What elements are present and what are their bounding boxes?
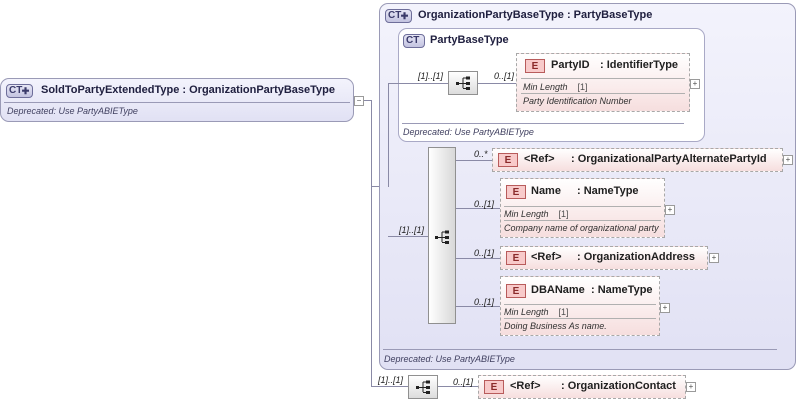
- divider: [504, 318, 656, 319]
- sequence-compositor[interactable]: [408, 375, 438, 399]
- element-party-id[interactable]: E PartyID : IdentifierType Min Length[1]…: [516, 53, 690, 112]
- plus-icon: ✚: [21, 86, 30, 96]
- connector-line: [456, 306, 500, 307]
- element-name: PartyID: [551, 59, 590, 71]
- collapse-toggle[interactable]: −: [354, 96, 364, 106]
- connector-line: [388, 83, 448, 84]
- connector-line: [388, 83, 389, 187]
- element-cardinality: 0..[1]: [453, 377, 474, 387]
- element-cardinality: 0..[1]: [474, 297, 495, 307]
- element-type: : NameType: [591, 284, 653, 296]
- connector-line: [456, 160, 492, 161]
- element-description: Party Identification Number: [523, 96, 632, 106]
- connector-line: [456, 208, 500, 209]
- expand-toggle[interactable]: +: [665, 205, 675, 215]
- element-cardinality: 0..[1]: [474, 199, 495, 209]
- connector-line: [388, 236, 428, 237]
- connector-line: [371, 186, 379, 187]
- org-base-description: Deprecated: Use PartyABIEType: [384, 354, 515, 364]
- divider: [504, 220, 661, 221]
- element-name: <Ref>: [510, 380, 541, 392]
- element-cardinality: 0..[1]: [474, 248, 495, 258]
- element-name: <Ref>: [524, 153, 555, 165]
- element-badge: E: [484, 380, 504, 394]
- connector-line: [371, 386, 408, 387]
- element-type: : OrganizationContact: [561, 380, 676, 392]
- expand-toggle[interactable]: +: [709, 253, 719, 263]
- element-type: : OrganizationalPartyAlternatePartyId: [571, 153, 767, 165]
- element-organization-contact[interactable]: E <Ref> : OrganizationContact: [478, 375, 686, 399]
- expand-toggle[interactable]: +: [686, 382, 696, 392]
- facet-min-length: Min Length[1]: [504, 209, 569, 219]
- expand-toggle[interactable]: +: [660, 303, 670, 313]
- connector-line: [456, 258, 500, 259]
- element-badge: E: [506, 185, 526, 199]
- sequence-compositor[interactable]: [448, 71, 478, 95]
- sequence-cardinality: [1]..[1]: [399, 225, 425, 235]
- element-name: <Ref>: [531, 251, 562, 263]
- element-description: Doing Business As name.: [504, 321, 607, 331]
- divider: [504, 206, 661, 207]
- divider: [521, 93, 685, 94]
- element-name-field[interactable]: E Name : NameType Min Length[1] Company …: [500, 178, 665, 238]
- element-badge: E: [498, 153, 518, 167]
- complex-type-badge: CT✚: [6, 84, 33, 98]
- org-base-title: OrganizationPartyBaseType : PartyBaseTyp…: [418, 9, 653, 21]
- element-dba-name[interactable]: E DBAName : NameType Min Length[1] Doing…: [500, 276, 660, 336]
- element-badge: E: [525, 59, 545, 73]
- element-alternate-party-id[interactable]: E <Ref> : OrganizationalPartyAlternatePa…: [492, 148, 783, 172]
- complex-type-badge: CT: [403, 34, 425, 48]
- divider: [4, 102, 350, 103]
- plus-icon: ✚: [400, 11, 409, 21]
- party-base-title: PartyBaseType: [430, 34, 509, 46]
- element-cardinality: 0..[1]: [494, 71, 515, 81]
- sequence-icon: [435, 230, 449, 244]
- root-complex-type[interactable]: CT✚ SoldToPartyExtendedType : Organizati…: [0, 78, 354, 122]
- facet-min-length: Min Length[1]: [523, 82, 588, 92]
- element-description: Company name of organizational party: [504, 223, 659, 233]
- element-cardinality: 0..*: [474, 149, 488, 159]
- complex-type-badge: CT✚: [385, 9, 412, 23]
- party-base-description: Deprecated: Use PartyABIEType: [403, 127, 534, 137]
- element-type: : OrganizationAddress: [577, 251, 695, 263]
- element-name: DBAName: [531, 284, 585, 296]
- root-title: SoldToPartyExtendedType : OrganizationPa…: [41, 84, 336, 96]
- connector-line: [478, 83, 516, 84]
- divider: [383, 349, 777, 350]
- connector-line: [438, 386, 478, 387]
- connector-line: [371, 100, 372, 386]
- divider: [402, 123, 684, 124]
- sequence-cardinality: [1]..[1]: [378, 375, 404, 385]
- sequence-compositor[interactable]: [428, 147, 456, 324]
- element-name: Name: [531, 185, 561, 197]
- expand-toggle[interactable]: +: [783, 155, 793, 165]
- sequence-icon: [416, 380, 430, 394]
- divider: [521, 78, 685, 79]
- facet-min-length: Min Length[1]: [504, 307, 569, 317]
- element-organization-address[interactable]: E <Ref> : OrganizationAddress: [500, 246, 708, 270]
- expand-toggle[interactable]: +: [690, 79, 700, 89]
- sequence-cardinality: [1]..[1]: [418, 71, 444, 81]
- root-description: Deprecated: Use PartyABIEType: [7, 106, 138, 116]
- element-type: : NameType: [577, 185, 639, 197]
- divider: [504, 304, 656, 305]
- element-badge: E: [506, 284, 526, 298]
- sequence-icon: [456, 76, 470, 90]
- element-badge: E: [506, 251, 526, 265]
- element-type: : IdentifierType: [600, 59, 679, 71]
